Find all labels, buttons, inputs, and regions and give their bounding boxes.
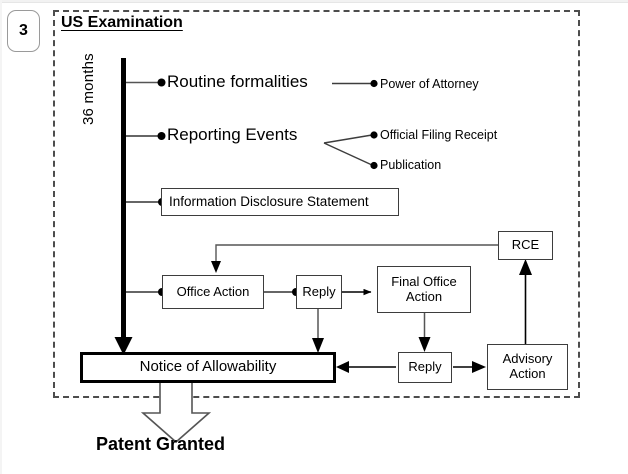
node-office-action[interactable]: Office Action — [162, 275, 264, 309]
node-advisory-action[interactable]: Advisory Action — [487, 344, 568, 390]
node-notice-of-allowability[interactable]: Notice of Allowability — [80, 352, 336, 383]
sub-item-power-of-attorney: Power of Attorney — [380, 77, 479, 91]
node-information-disclosure-statement[interactable]: Information Disclosure Statement — [161, 188, 399, 216]
node-reply-second[interactable]: Reply — [398, 352, 452, 383]
sub-item-official-filing-receipt: Official Filing Receipt — [380, 128, 498, 142]
node-final-office-action[interactable]: Final Office Action — [377, 266, 471, 313]
canvas-left-edge — [0, 0, 2, 474]
milestone-reporting-events: Reporting Events — [167, 125, 298, 144]
step-number-badge: 3 — [7, 10, 40, 52]
phase-container — [53, 10, 580, 398]
page-title: US Examination — [61, 14, 183, 31]
node-rce[interactable]: RCE — [498, 231, 553, 260]
timeline-duration-label: 36 months — [80, 53, 97, 125]
node-reply-first[interactable]: Reply — [296, 275, 342, 309]
canvas-top-edge — [0, 0, 628, 3]
sub-item-publication: Publication — [380, 158, 442, 172]
outcome-patent-granted: Patent Granted — [96, 434, 226, 454]
milestone-routine-formalities: Routine formalities — [167, 72, 308, 91]
